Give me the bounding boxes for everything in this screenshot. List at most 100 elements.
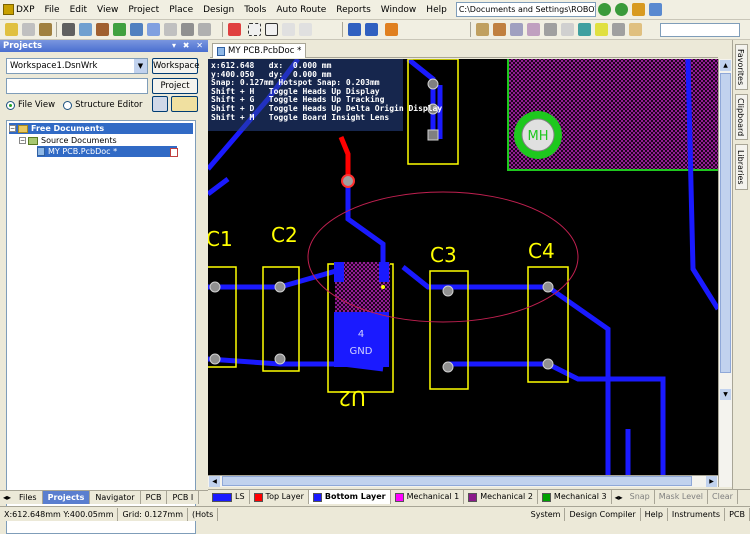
collapse-icon[interactable]: − [19,137,26,144]
libraries-tab[interactable]: Libraries [735,144,748,190]
c2-pad[interactable] [274,281,286,293]
menu-tools[interactable]: Tools [244,4,267,15]
place-fill-icon[interactable] [578,23,591,36]
deselect-icon[interactable] [282,23,295,36]
menu-dxp[interactable]: DXP [0,0,40,19]
menu-auto-route[interactable]: Auto Route [276,4,327,15]
scroll-down-icon[interactable]: ▼ [720,389,731,400]
open-folder-icon[interactable] [5,23,18,36]
menu-project[interactable]: Project [128,4,160,15]
structure-editor-radio[interactable] [63,100,73,110]
menu-help[interactable]: Help [426,4,447,15]
c1-pad[interactable] [209,353,221,365]
panel-folder-icon[interactable] [171,96,198,112]
undo-icon[interactable] [348,23,361,36]
u2-pad-small[interactable] [334,262,344,282]
copy-icon[interactable] [181,23,194,36]
tab-projects[interactable]: Projects [42,491,91,504]
save-icon[interactable] [22,23,35,36]
menu-window[interactable]: Window [380,4,417,15]
redo-icon[interactable] [365,23,378,36]
diff-pair-icon[interactable] [510,23,523,36]
layer-scroll-icon[interactable]: ◂▸ [614,492,623,502]
layer-tab-mech2[interactable]: Mechanical 2 [464,490,538,504]
layer-tab-ls[interactable]: LS [208,490,250,504]
interactive-route-icon[interactable] [493,23,506,36]
favorites-icon[interactable] [648,3,662,16]
place-via-icon[interactable] [544,23,557,36]
layer-tab-bottom[interactable]: Bottom Layer [308,490,391,504]
vertical-scroll-thumb[interactable] [720,73,731,373]
status-design-compiler[interactable]: Design Compiler [565,508,641,521]
tree-pcb-file[interactable]: MY PCB.PcbDoc * [37,146,177,157]
workspace-select[interactable]: Workspace1.DsnWrk ▼ [6,58,148,74]
c1-pad[interactable] [209,281,221,293]
c3-pad[interactable] [442,285,454,297]
c2-pad[interactable] [274,353,286,365]
tab-files[interactable]: Files [14,491,43,504]
vertical-scrollbar[interactable]: ▲ ▼ [718,59,732,487]
scroll-right-icon[interactable]: ▶ [706,476,717,487]
status-pcb[interactable]: PCB [725,508,750,521]
rubber-stamp-icon[interactable] [228,23,241,36]
layer-tab-top[interactable]: Top Layer [250,490,309,504]
place-string-icon[interactable] [612,23,625,36]
tree-free-documents[interactable]: − Free Documents [9,123,193,134]
zoom-area-icon[interactable] [130,23,143,36]
panel-controls[interactable]: ▾ ✖ ✕ [172,41,205,50]
tree-source-documents[interactable]: − Source Documents [19,135,117,146]
status-system[interactable]: System [527,508,566,521]
u2-gnd-pad[interactable] [334,312,389,367]
c3-pad[interactable] [442,361,454,373]
menu-reports[interactable]: Reports [336,4,371,15]
project-icon[interactable] [62,23,75,36]
project-input[interactable] [6,78,148,94]
home-icon[interactable] [631,3,645,16]
status-help[interactable]: Help [641,508,668,521]
move-icon[interactable] [265,23,278,36]
mask-level-button[interactable]: Mask Level [655,490,709,504]
toolbar-combo[interactable] [660,23,740,37]
project-button[interactable]: Project [152,78,198,94]
menu-design[interactable]: Design [203,4,235,15]
paste-icon[interactable] [198,23,211,36]
print-icon[interactable] [39,23,52,36]
tab-navigator[interactable]: Navigator [90,491,141,504]
chevron-down-icon[interactable]: ▼ [134,59,147,73]
c4-pad[interactable] [542,358,554,370]
favorites-tab[interactable]: Favorites [735,44,748,90]
layer-tab-mech3[interactable]: Mechanical 3 [538,490,612,504]
place-polygon-icon[interactable] [595,23,608,36]
c4-pad[interactable] [542,281,554,293]
tab-pcb[interactable]: PCB [141,491,168,504]
workspace-button[interactable]: Workspace [152,58,199,74]
place-arc-icon[interactable] [561,23,574,36]
collapse-icon[interactable]: − [9,125,16,132]
select-area-icon[interactable] [248,23,261,36]
scroll-up-icon[interactable]: ▲ [720,60,731,71]
horizontal-scrollbar[interactable]: ◀ ▶ [208,475,718,487]
clear-filter-icon[interactable] [299,23,312,36]
panel-view-icon[interactable] [152,96,168,112]
pcb-canvas[interactable]: MH C1 [208,59,718,487]
cut-icon[interactable] [164,23,177,36]
menu-edit[interactable]: Edit [69,4,88,15]
document-icon[interactable] [79,23,92,36]
snap-button[interactable]: Snap [626,490,655,504]
address-field[interactable]: C:\Documents and Settings\ROBO\Loca [455,2,596,17]
menu-place[interactable]: Place [169,4,194,15]
via[interactable] [341,174,355,188]
route-icon[interactable] [476,23,489,36]
zoom-fit-icon[interactable] [113,23,126,36]
chip-icon[interactable] [96,23,109,36]
nav-forward-icon[interactable] [614,3,628,16]
nav-back-icon[interactable] [597,3,611,16]
tab-pcb-inspector[interactable]: PCB I [167,491,200,504]
menu-file[interactable]: File [44,4,60,15]
tab-scroll-icon[interactable]: ◂▸ [3,493,12,502]
header-pad-square[interactable] [427,129,439,141]
header-pad[interactable] [427,103,439,115]
horizontal-scroll-thumb[interactable] [222,476,692,486]
cross-probe-icon[interactable] [385,23,398,36]
place-pad-icon[interactable] [527,23,540,36]
